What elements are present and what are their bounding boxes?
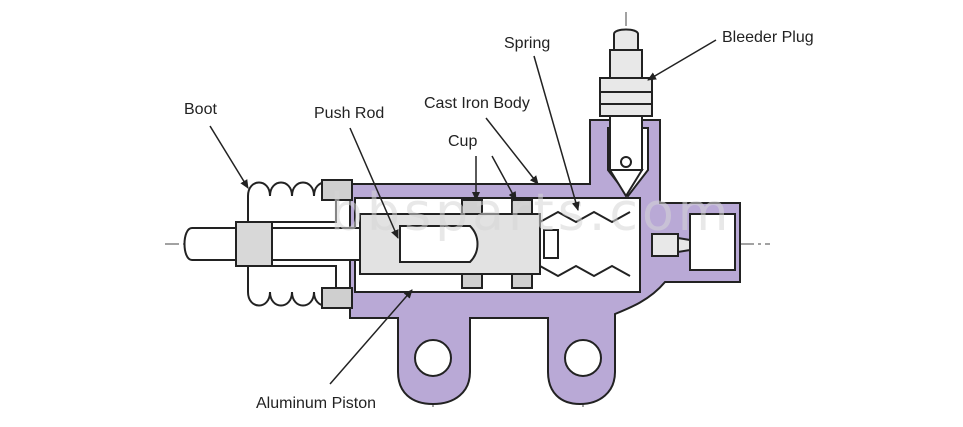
leader-lines: [209, 39, 717, 385]
bleeder-plug: [599, 28, 653, 198]
label-cast-iron-body: Cast Iron Body: [424, 95, 530, 112]
aluminum-piston: [359, 213, 541, 275]
boot: [247, 179, 353, 309]
cups: [461, 199, 533, 289]
label-bleeder-plug: Bleeder Plug: [722, 29, 814, 46]
label-push-rod: Push Rod: [314, 105, 384, 122]
label-spring: Spring: [504, 35, 550, 52]
watermark: bbsparts.com: [330, 183, 732, 243]
label-boot: Boot: [184, 101, 217, 118]
outlet-fitting: [651, 233, 691, 257]
spring: [539, 210, 631, 278]
label-aluminum-piston: Aluminum Piston: [256, 395, 376, 412]
label-cup: Cup: [448, 133, 477, 150]
